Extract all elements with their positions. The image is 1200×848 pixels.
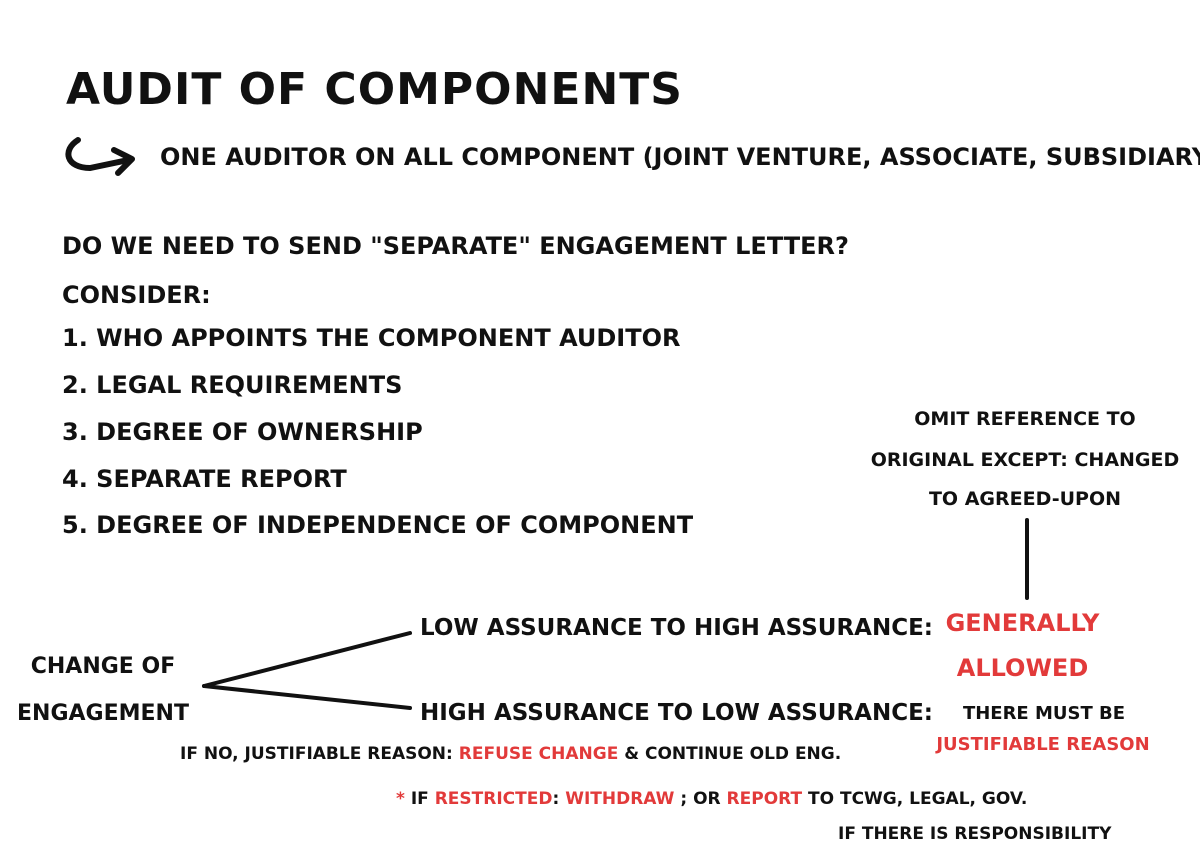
curved-arrow-icon <box>65 137 131 172</box>
consideration-item: 5. Degree of independence of component <box>62 511 694 539</box>
must-be-text: There must be <box>962 703 1126 724</box>
no-reason-line: If no, justifiable reason: Refuse change… <box>180 746 841 763</box>
no-reason-suffix: & continue old eng. <box>624 744 842 764</box>
change-of-label: Change of <box>30 654 176 679</box>
restricted-line: * If Restricted: Withdraw ; or Report to… <box>396 791 1027 808</box>
engagement-label: Engagement <box>17 701 189 726</box>
consideration-item: 4. Separate report <box>62 465 347 493</box>
consider-label: Consider: <box>62 281 211 309</box>
omit-note-line1: Omit reference to <box>914 408 1136 430</box>
report-text: Report <box>726 789 803 809</box>
branch-line-upper <box>202 631 412 688</box>
responsibility-line: If there is responsibility <box>838 824 1112 844</box>
branch-line-lower <box>202 684 412 710</box>
withdraw-text: Withdraw <box>565 789 675 809</box>
restricted-text: Restricted <box>434 789 553 809</box>
consideration-item: 1. Who appoints the component auditor <box>62 324 681 352</box>
page-title: Audit of Components <box>66 64 683 115</box>
allowed-text: Allowed <box>956 654 1089 682</box>
omit-note-line2: original except: changed <box>870 449 1180 471</box>
arrow-head-icon <box>111 147 135 176</box>
subtitle: One auditor on all component (Joint vent… <box>160 143 1200 171</box>
omit-note-line3: to agreed-upon <box>928 488 1122 510</box>
restricted-or: ; or <box>680 789 721 809</box>
asterisk-mark: * <box>396 789 405 809</box>
consideration-item: 3. Degree of ownership <box>62 418 423 446</box>
engagement-question: Do we need to send "separate" engagement… <box>62 232 849 260</box>
branch-high-to-low: High assurance to low assurance: <box>420 700 934 726</box>
restricted-to: to TCWG, Legal, Gov. <box>808 789 1028 809</box>
generally-text: Generally <box>945 609 1100 637</box>
restricted-colon: : <box>552 789 560 809</box>
refuse-change-text: Refuse change <box>458 744 619 764</box>
consideration-item: 2. Legal requirements <box>62 371 403 399</box>
justifiable-reason-text: Justifiable reason <box>936 734 1150 755</box>
branch-low-to-high: Low assurance to high assurance: <box>420 615 934 641</box>
no-reason-prefix: If no, justifiable reason: <box>180 744 453 764</box>
restricted-if: If <box>410 789 429 809</box>
